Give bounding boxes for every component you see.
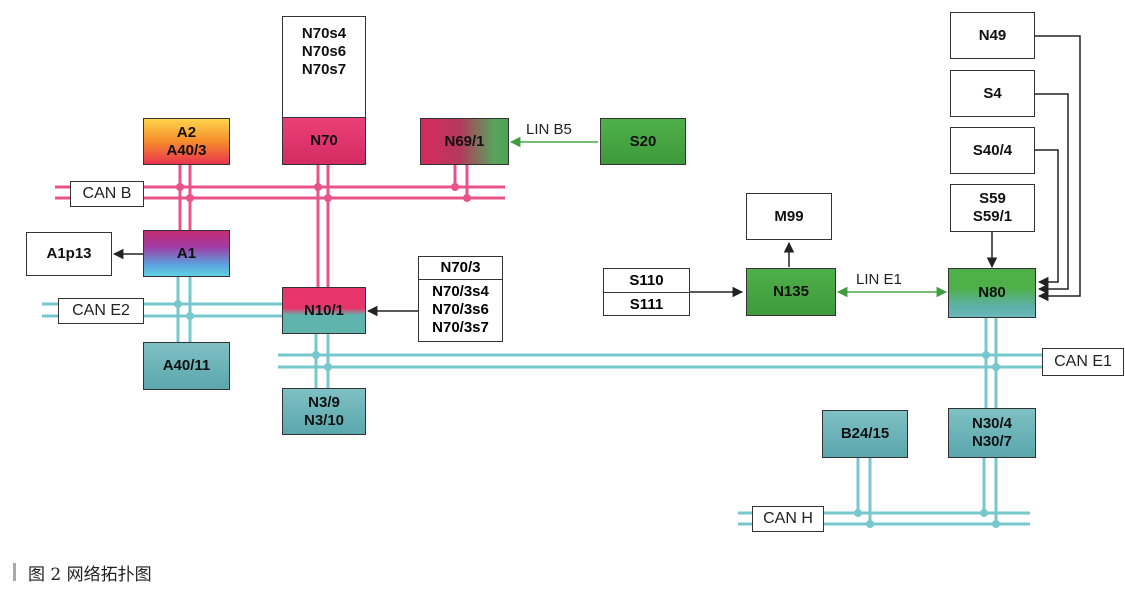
module-label: A40/3 [166, 141, 207, 159]
can-b-label: CAN B [70, 181, 144, 207]
module-label: N30/4 [971, 415, 1013, 432]
module-label: N10/1 [303, 301, 345, 319]
lin-b5-label: LIN B5 [526, 121, 572, 138]
can-e1-label: CAN E1 [1042, 348, 1124, 376]
module-label: S59 [979, 190, 1006, 207]
module-label: S110 [629, 272, 664, 289]
module-n70-switches: N70s4 N70s6 N70s7 [282, 16, 366, 87]
module-label: A1p13 [46, 245, 92, 262]
can-h-label: CAN H [752, 506, 824, 532]
module-label: N49 [978, 26, 1007, 44]
module-a1p13: A1p13 [26, 232, 112, 276]
module-s110-s111: S110 S111 [603, 268, 690, 316]
signal-arrows [112, 35, 1081, 317]
module-label: A1 [176, 244, 197, 262]
can-b-junctions [176, 183, 471, 202]
can-e1-junctions [312, 351, 1000, 371]
module-label: N69/1 [444, 132, 485, 150]
module-n70: N70 [282, 117, 366, 165]
module-label: N70/3s6 [432, 301, 489, 318]
module-m99: M99 [746, 193, 832, 240]
module-n135: N135 [746, 268, 836, 316]
module-label: N70/3s4 [432, 283, 489, 300]
can-h-junctions [854, 509, 1000, 528]
module-n70-3-group: N70/3 N70/3s4 N70/3s6 N70/3s7 [418, 256, 503, 342]
can-e1-bus [278, 318, 1042, 408]
module-label: B24/15 [840, 425, 890, 442]
module-label: N70s6 [301, 42, 347, 60]
can-e2-junctions [174, 300, 194, 320]
module-b24-15: B24/15 [822, 410, 908, 458]
module-label: A40/11 [162, 357, 211, 374]
module-s20: S20 [600, 118, 686, 165]
module-label: M99 [774, 207, 804, 225]
module-a2-a40-3: A2 A40/3 [143, 118, 230, 165]
can-e2-label: CAN E2 [58, 298, 144, 324]
module-a1: A1 [143, 230, 230, 277]
n70-switch-frame [282, 86, 366, 118]
module-n49: N49 [950, 12, 1035, 59]
module-label: N30/7 [971, 433, 1013, 450]
module-label: N80 [978, 284, 1006, 301]
module-label: S20 [629, 132, 657, 150]
module-label: N3/9 [308, 393, 340, 411]
module-n30-4-n30-7: N30/4 N30/7 [948, 408, 1036, 458]
module-n10-1: N10/1 [282, 287, 366, 334]
module-label: S4 [983, 84, 1002, 102]
module-label: N70s7 [301, 60, 347, 78]
module-label: N70 [310, 132, 338, 149]
caption-marker [13, 563, 16, 581]
module-n80: N80 [948, 268, 1036, 318]
module-n3-9-n3-10: N3/9 N3/10 [282, 388, 366, 435]
module-label: N70/3 [419, 257, 502, 280]
module-a40-11: A40/11 [143, 342, 230, 390]
module-label: N70/3s7 [432, 319, 489, 336]
module-label: N70s4 [301, 24, 347, 42]
module-label: S40/4 [972, 141, 1013, 159]
module-s40-4: S40/4 [950, 127, 1035, 174]
module-label: A2 [176, 123, 197, 141]
lin-e1-label: LIN E1 [856, 271, 902, 288]
module-label: S111 [604, 292, 689, 316]
module-n69-1: N69/1 [420, 118, 509, 165]
module-label: N3/10 [303, 411, 345, 429]
module-s59-s59-1: S59 S59/1 [950, 184, 1035, 232]
module-label: S59/1 [972, 208, 1013, 225]
module-s4: S4 [950, 70, 1035, 117]
figure-caption: 图 2 网络拓扑图 [28, 565, 152, 585]
module-label: N135 [773, 283, 809, 300]
